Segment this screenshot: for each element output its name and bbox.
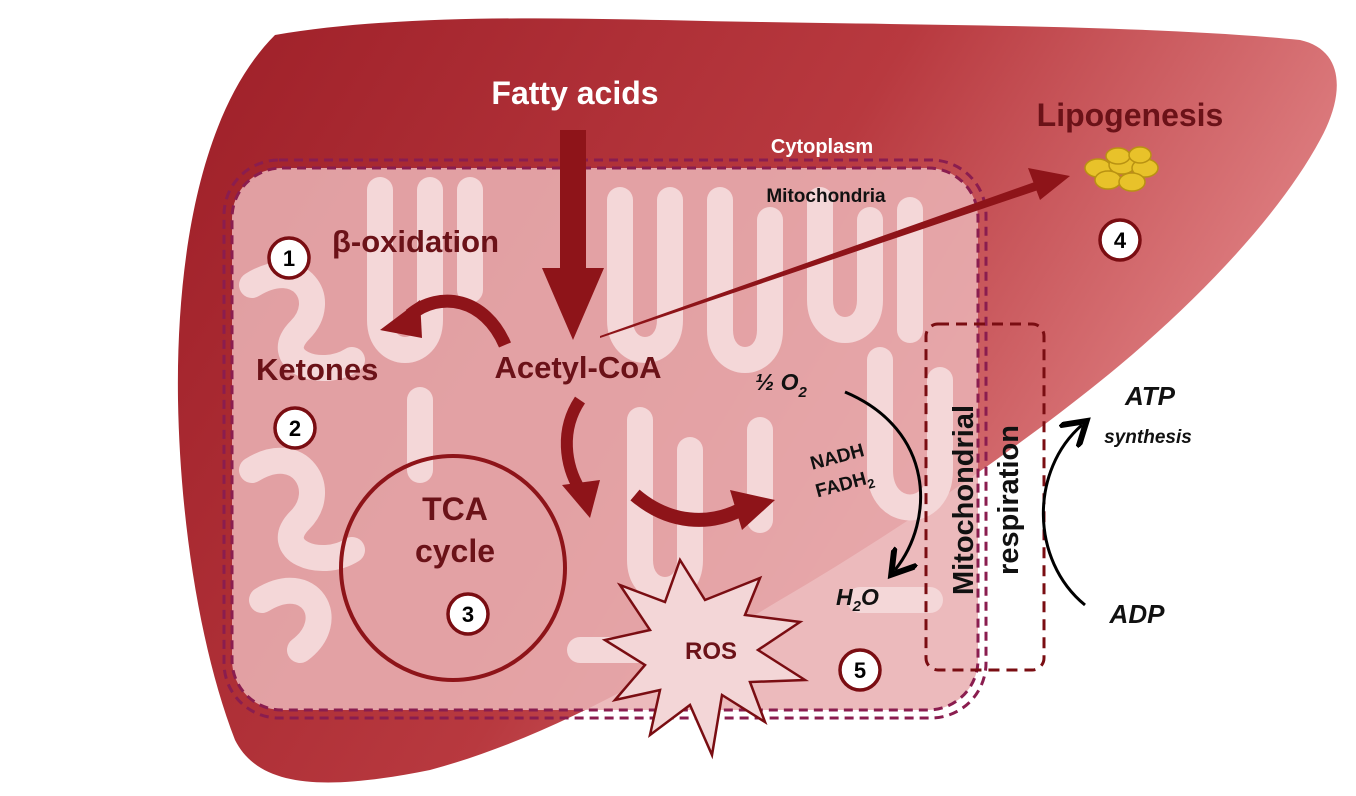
adp-label: ADP xyxy=(1109,599,1166,629)
step-number: 4 xyxy=(1114,228,1127,253)
tca-cycle-circle xyxy=(339,454,567,682)
cytoplasm-box xyxy=(222,158,988,720)
beta-oxidation-label: β-oxidation xyxy=(332,224,499,259)
lipid-droplets xyxy=(1084,146,1159,192)
atp-synthesis-label: synthesis xyxy=(1104,427,1192,448)
mitochondrial-respiration-line1: Mitochondrial xyxy=(948,405,980,595)
cytoplasm-label: Cytoplasm xyxy=(771,136,873,158)
step-number: 1 xyxy=(283,246,295,271)
step-badge-1: 1 xyxy=(267,236,311,280)
electron-transport-arrow xyxy=(844,390,922,570)
step-number: 5 xyxy=(854,658,866,683)
fatty-acids-arrow xyxy=(542,130,604,340)
lipogenesis-arrow-head xyxy=(1028,168,1070,200)
half-o2-label: ½ O2 xyxy=(755,369,807,401)
h2o-label: H2O xyxy=(836,584,879,615)
fatty-acids-label: Fatty acids xyxy=(491,75,658,111)
step-badge-5: 5 xyxy=(838,648,882,692)
acetyl-to-tca-arrow xyxy=(560,396,586,494)
acetyl-coa-label: Acetyl-CoA xyxy=(494,350,661,385)
step-badge-2: 2 xyxy=(273,406,317,450)
acetyl-to-ketones-arrow xyxy=(405,294,511,348)
ros-label: ROS xyxy=(685,638,737,665)
tca-to-respiration-arrow xyxy=(630,489,744,527)
atp-label: ATP xyxy=(1124,381,1176,411)
step-number: 3 xyxy=(462,602,474,627)
tca-label-line1: TCA xyxy=(422,491,488,527)
ketones-arrow-head xyxy=(380,300,422,338)
ketones-label: Ketones xyxy=(256,352,378,387)
adp-to-atp-arrow xyxy=(1041,425,1085,607)
ros-burst xyxy=(601,557,810,760)
mitochondrial-respiration-line2: respiration xyxy=(993,425,1025,575)
tca-arrow-head xyxy=(562,480,600,518)
step-badge-3: 3 xyxy=(446,592,490,636)
respiration-arrow-head xyxy=(730,490,775,530)
step-badge-4: 4 xyxy=(1098,218,1142,262)
mitochondria-label: Mitochondria xyxy=(766,186,886,207)
step-number: 2 xyxy=(289,416,301,441)
acetyl-to-lipogenesis-arrow xyxy=(600,178,1050,338)
lipogenesis-label: Lipogenesis xyxy=(1037,97,1224,133)
tca-label-line2: cycle xyxy=(415,533,495,569)
